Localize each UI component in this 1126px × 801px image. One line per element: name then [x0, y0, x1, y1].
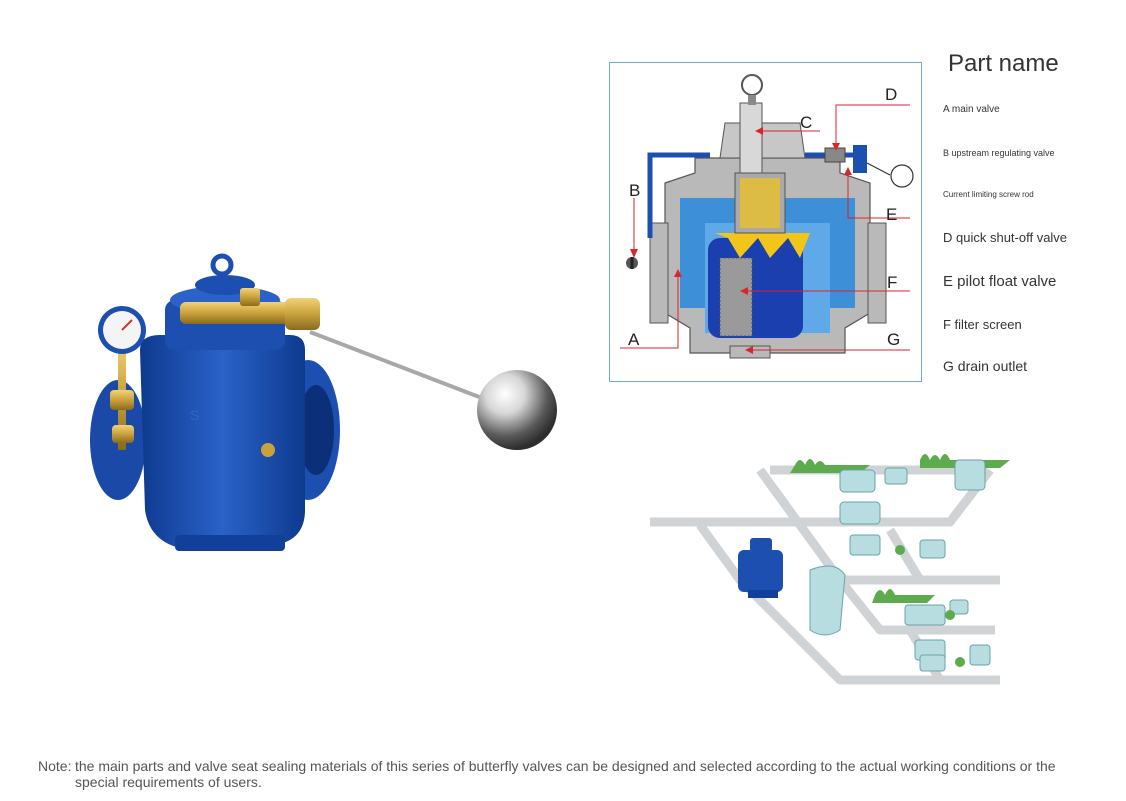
callout-d: D: [885, 85, 898, 104]
svg-text:S: S: [190, 407, 199, 423]
part-item-quick-shut-off-valve: D quick shut-off valve: [943, 230, 1068, 245]
part-item-main-valve: A main valve: [943, 104, 1000, 115]
float-ball: [477, 370, 557, 450]
parts-list-title: Part name: [948, 50, 1059, 77]
footnote-prefix: Note:: [38, 758, 72, 774]
callout-c: C: [800, 113, 813, 132]
callout-e: E: [886, 205, 898, 224]
part-item-pilot-float-valve: E pilot float valve: [943, 273, 1057, 290]
filter-screen: [719, 257, 753, 337]
piston: [715, 233, 810, 258]
cross-section-diagram: B C D E F A G: [609, 62, 922, 382]
float-rod: [309, 330, 501, 407]
part-item-upstream-regulating-valve: B upstream regulating valve: [943, 148, 1055, 158]
part-item-filter-screen: F filter screen: [943, 317, 1022, 332]
float-valve-product-image: S: [80, 240, 580, 570]
network-valve: [738, 550, 783, 592]
callout-g: G: [887, 330, 901, 349]
pilot-float: [890, 164, 914, 188]
lifting-eye: [210, 253, 234, 277]
part-item-current-limiting-screw-rod: Current limiting screw rod: [943, 190, 1034, 199]
part-item-drain-outlet: G drain outlet: [943, 358, 1028, 374]
water-network-illustration: [650, 430, 1020, 690]
callout-f: F: [887, 273, 898, 292]
callout-b: B: [629, 181, 641, 200]
footnote-text: the main parts and valve seat sealing ma…: [75, 758, 1056, 790]
callout-a: A: [628, 330, 640, 349]
valve-body: [140, 335, 305, 550]
